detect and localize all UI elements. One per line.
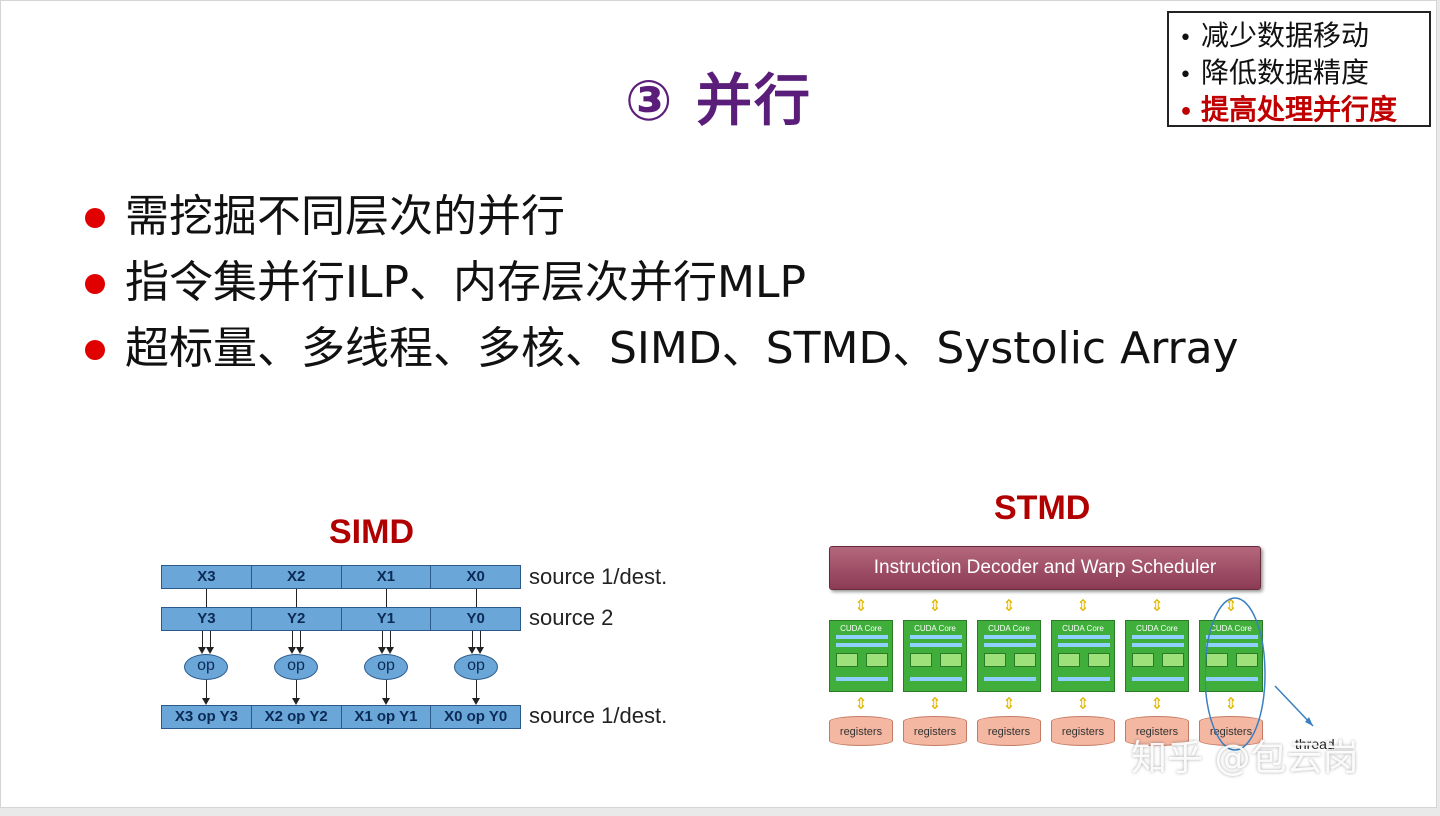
double-arrow-icon: ⇕: [928, 596, 942, 615]
cuda-core-column: ⇕ CUDA Core ⇕ registers: [903, 596, 967, 756]
corner-item-2: •降低数据精度: [1179, 56, 1429, 93]
double-arrow-icon: ⇕: [928, 694, 942, 713]
arrow-down-icon: [476, 647, 484, 654]
simd-cell: Y3: [162, 608, 252, 630]
arrow-down-icon: [198, 647, 206, 654]
warp-scheduler-bar: Instruction Decoder and Warp Scheduler: [829, 546, 1261, 590]
register-file: registers: [977, 716, 1041, 746]
cuda-core: CUDA Core: [1125, 620, 1189, 692]
bullet-dot-icon: •: [1179, 26, 1192, 51]
double-arrow-icon: ⇕: [1224, 596, 1238, 615]
corner-summary-box: •减少数据移动 •降低数据精度 •提高处理并行度: [1167, 11, 1431, 127]
double-arrow-icon: ⇕: [1076, 596, 1090, 615]
cuda-core: CUDA Core: [1051, 620, 1115, 692]
double-arrow-icon: ⇕: [1150, 596, 1164, 615]
simd-diagram: X3 X2 X1 X0 source 1/dest. Y3 Y2 Y1 Y0 s…: [161, 561, 701, 741]
red-dot-icon: [85, 340, 105, 360]
thread-loop-icon: [1205, 597, 1314, 751]
double-arrow-icon: ⇕: [854, 694, 868, 713]
arrow-down-icon: [292, 698, 300, 705]
double-arrow-icon: ⇕: [1002, 596, 1016, 615]
simd-cell: Y2: [252, 608, 342, 630]
double-arrow-icon: ⇕: [1002, 694, 1016, 713]
cuda-core-column: ⇕ CUDA Core ⇕ registers: [977, 596, 1041, 756]
simd-cell: X0 op Y0: [444, 708, 508, 725]
thread-label: thread: [1295, 736, 1335, 752]
slide-title: ③ 并行: [625, 69, 812, 134]
simd-op-node: op: [364, 654, 408, 680]
simd-heading: SIMD: [329, 513, 414, 551]
arrow-down-icon: [468, 647, 476, 654]
register-file: registers: [903, 716, 967, 746]
watermark: 知乎 @包云岗: [1131, 738, 1359, 779]
simd-source2-row: Y3 Y2 Y1 Y0: [161, 607, 521, 631]
arrow-down-icon: [382, 698, 390, 705]
cuda-core: CUDA Core: [829, 620, 893, 692]
simd-cell: X3: [162, 566, 252, 588]
simd-cell: X1: [342, 566, 432, 588]
simd-op-node: op: [454, 654, 498, 680]
arrow-down-icon: [206, 647, 214, 654]
double-arrow-icon: ⇕: [1150, 694, 1164, 713]
arrow-down-icon: [296, 647, 304, 654]
double-arrow-icon: ⇕: [1076, 694, 1090, 713]
red-dot-icon: [85, 208, 105, 228]
simd-source2-label: source 2: [529, 605, 614, 630]
cuda-core-column: ⇕ CUDA Core ⇕ registers: [1051, 596, 1115, 756]
simd-source1-row: X3 X2 X1 X0: [161, 565, 521, 589]
double-arrow-icon: ⇕: [854, 596, 868, 615]
register-file: registers: [1051, 716, 1115, 746]
corner-item-3-active: •提高处理并行度: [1179, 93, 1429, 130]
bullet-dot-icon: •: [1179, 63, 1192, 88]
arrow-down-icon: [288, 647, 296, 654]
simd-cell: Y1: [342, 608, 432, 630]
simd-cell: X2: [252, 566, 342, 588]
cuda-core: CUDA Core: [977, 620, 1041, 692]
simd-cell: X1 op Y1: [342, 706, 432, 728]
register-file: registers: [1125, 716, 1189, 746]
stmd-heading: STMD: [994, 489, 1091, 527]
simd-op-node: op: [184, 654, 228, 680]
arrow-down-icon: [378, 647, 386, 654]
arrow-down-icon: [202, 698, 210, 705]
simd-cell: Y0: [466, 610, 485, 627]
red-dot-icon: [85, 274, 105, 294]
simd-cell: X2 op Y2: [252, 706, 342, 728]
stmd-diagram: Instruction Decoder and Warp Scheduler ⇕…: [825, 546, 1345, 756]
arrow-down-icon: [386, 647, 394, 654]
bullet-dot-icon: •: [1179, 100, 1194, 125]
double-arrow-icon: ⇕: [1224, 694, 1238, 713]
simd-dest-label: source 1/dest.: [529, 703, 668, 728]
simd-cell: X0: [466, 568, 485, 585]
register-file: registers: [829, 716, 893, 746]
simd-cell: X3 op Y3: [162, 706, 252, 728]
cuda-core-column: ⇕ CUDA Core ⇕ registers: [829, 596, 893, 756]
arrow-down-icon: [472, 698, 480, 705]
cuda-core-column: ⇕ CUDA Core ⇕ registers: [1125, 596, 1189, 756]
simd-dest-row: X3 op Y3 X2 op Y2 X1 op Y1 X0 op Y0: [161, 705, 521, 729]
simd-op-node: op: [274, 654, 318, 680]
cuda-core: CUDA Core: [903, 620, 967, 692]
simd-source1-label: source 1/dest.: [529, 564, 668, 589]
corner-item-1: •减少数据移动: [1179, 19, 1429, 56]
register-file: registers: [1199, 716, 1263, 746]
